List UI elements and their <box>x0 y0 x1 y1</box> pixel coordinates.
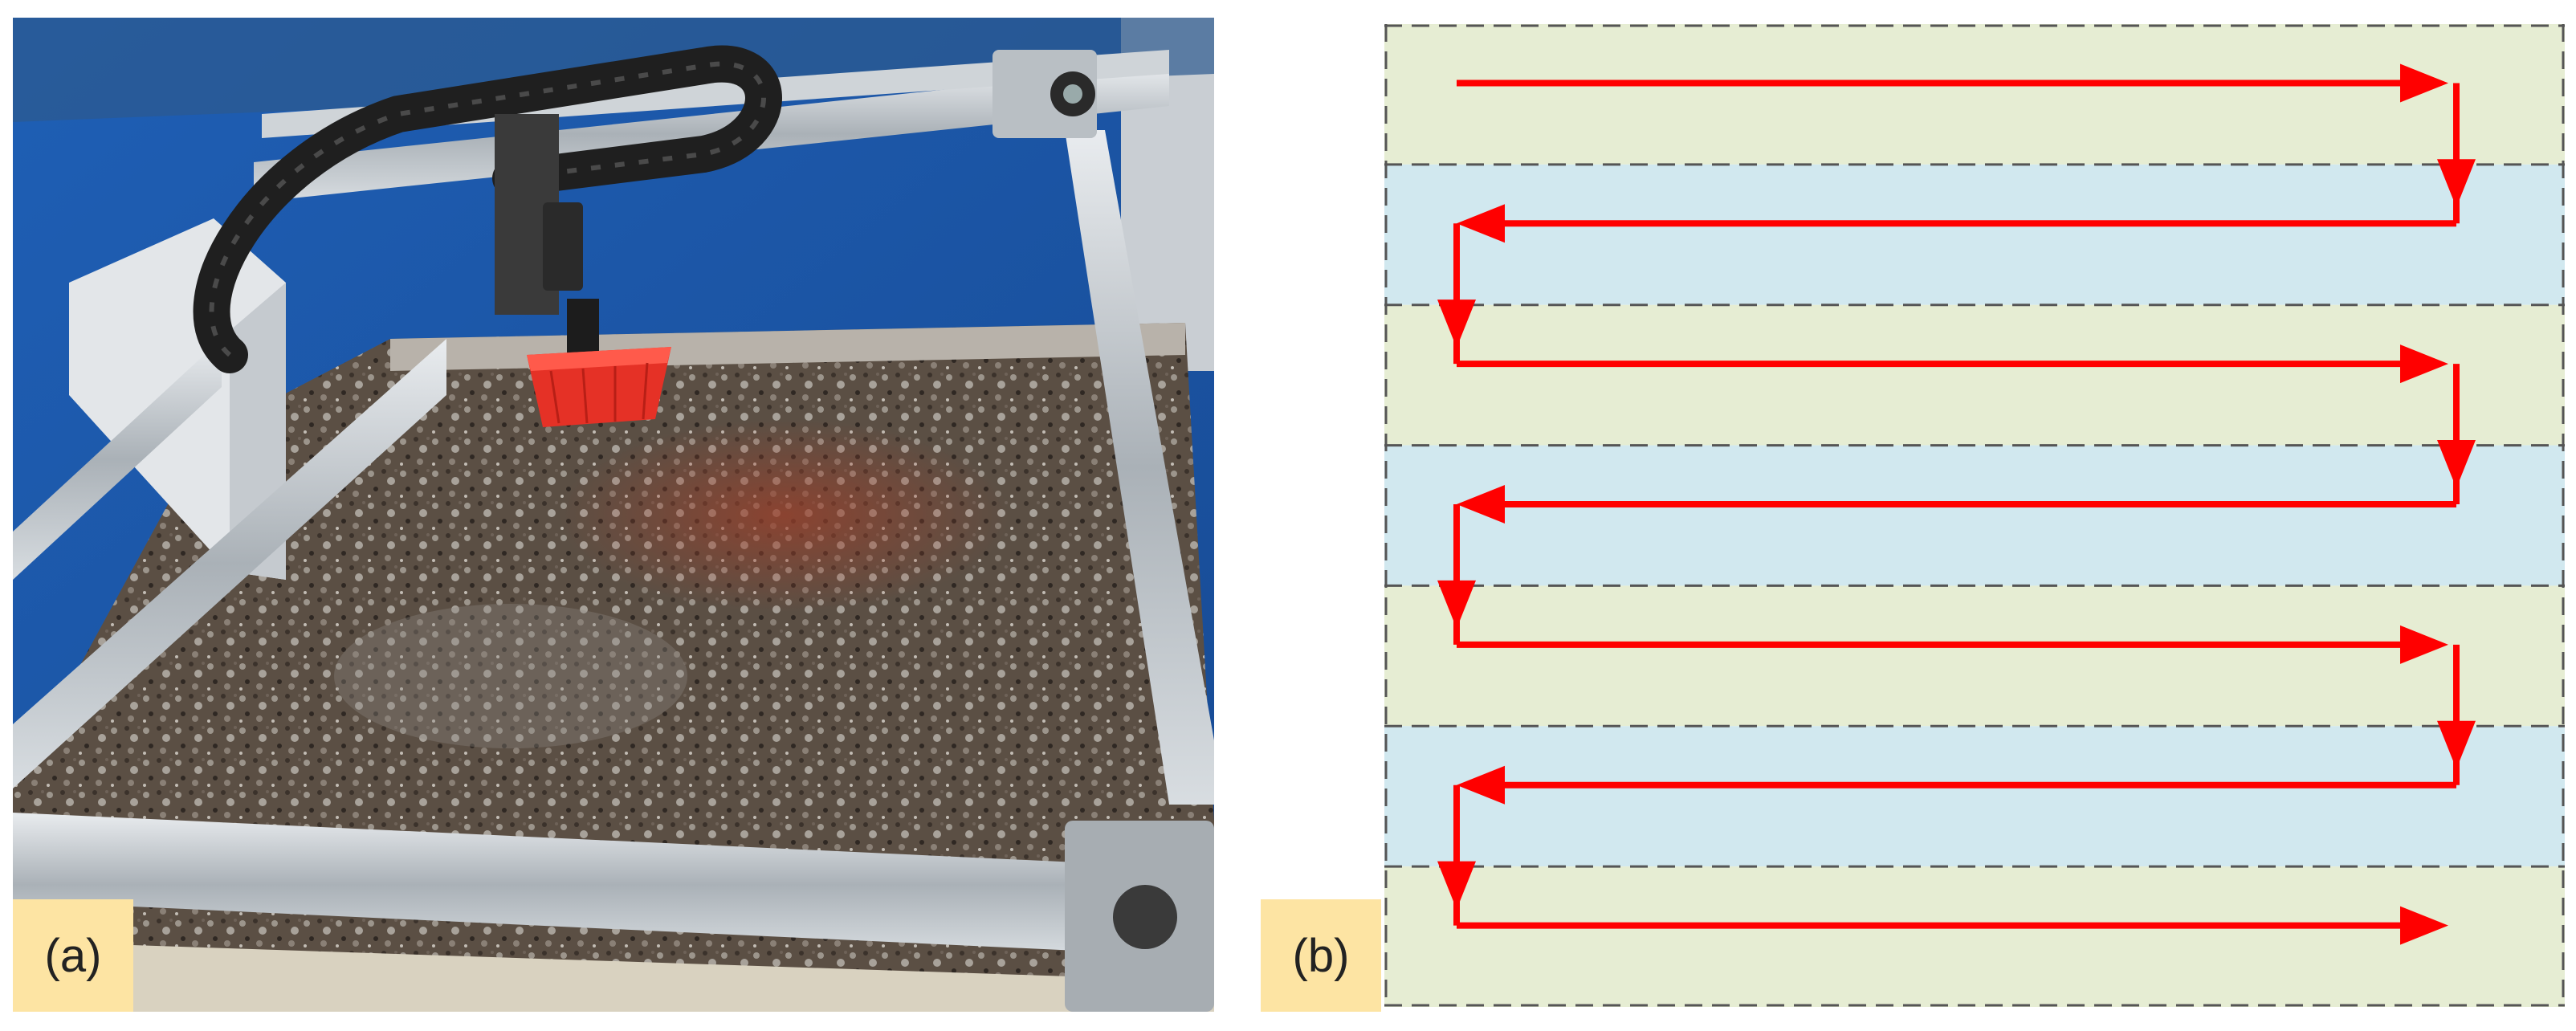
path-arrowhead <box>1457 765 1505 805</box>
path-arrowhead <box>1437 580 1476 629</box>
path-arrowhead <box>2437 440 2476 489</box>
scan-path-diagram <box>1384 24 2565 1007</box>
path-strip <box>1384 585 2565 727</box>
path-arrowhead <box>1437 300 1476 348</box>
path-strip <box>1384 164 2565 305</box>
path-arrowhead <box>1437 861 1476 910</box>
panel-b-label: (b) <box>1261 899 1381 1012</box>
path-strip <box>1384 726 2565 867</box>
path-strip <box>1384 866 2565 1007</box>
path-arrowhead <box>1457 485 1505 524</box>
path-strip <box>1384 24 2565 165</box>
path-arrowhead <box>2437 720 2476 769</box>
path-arrowhead <box>2400 906 2448 945</box>
path-arrowhead <box>2437 159 2476 208</box>
panel-a-label: (a) <box>13 899 133 1012</box>
path-arrowhead <box>1457 204 1505 243</box>
path-arrowhead <box>2400 63 2448 103</box>
path-arrowhead <box>2400 625 2448 664</box>
path-strip <box>1384 445 2565 586</box>
path-strip <box>1384 304 2565 446</box>
gantry-robot-photo <box>13 18 1214 1012</box>
path-arrowhead <box>2400 344 2448 384</box>
